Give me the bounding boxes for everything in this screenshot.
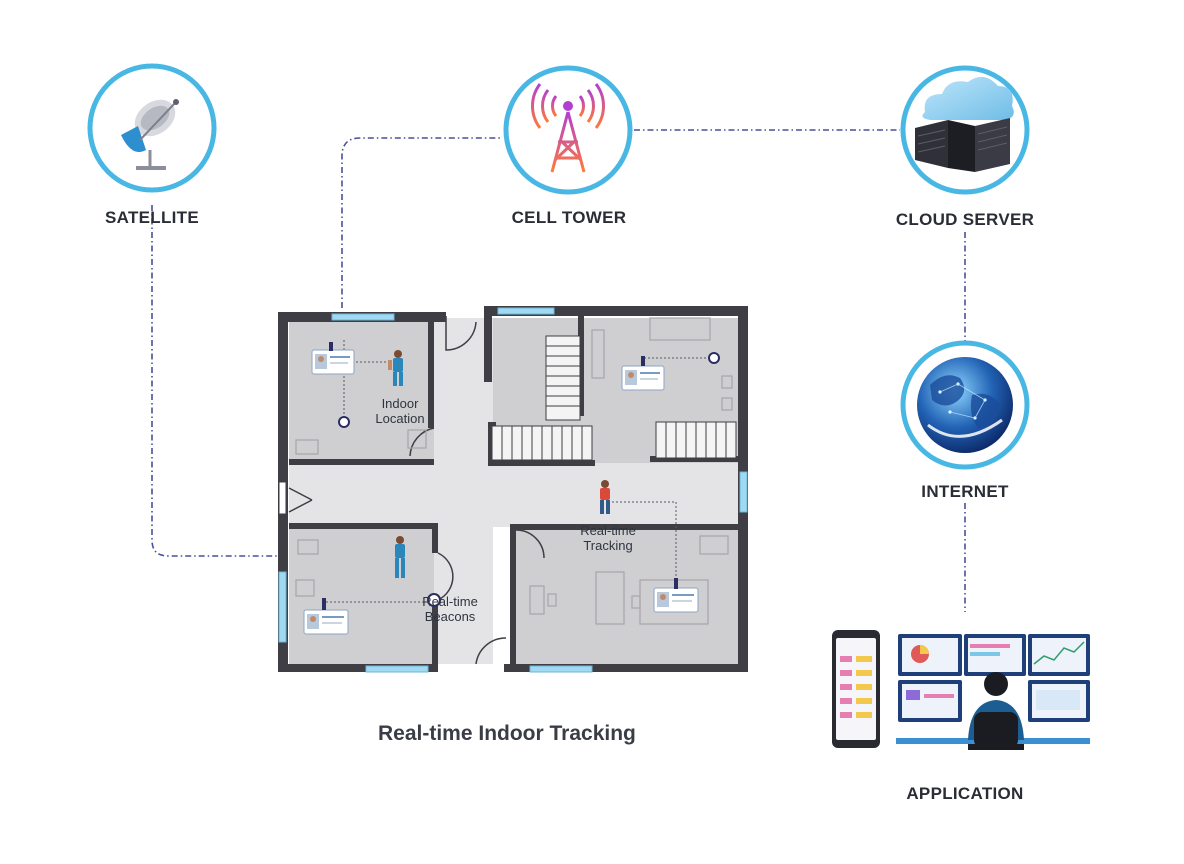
id-badge-icon bbox=[653, 578, 699, 613]
internet-label: INTERNET bbox=[921, 482, 1009, 501]
satellite-dish-icon bbox=[121, 99, 179, 170]
diagram-caption: Real-time Indoor Tracking bbox=[378, 722, 636, 745]
person-icon bbox=[388, 350, 403, 386]
cloud-server-icon bbox=[915, 76, 1014, 172]
cell-tower-node bbox=[503, 65, 633, 195]
person-icon bbox=[600, 480, 610, 514]
globe-icon bbox=[917, 357, 1013, 453]
connectors bbox=[151, 129, 966, 612]
id-badge-icon bbox=[311, 342, 355, 375]
id-badge-icon bbox=[303, 598, 349, 635]
application-node bbox=[832, 630, 1090, 750]
realtime-beacons-label: Real-time Beacons bbox=[422, 594, 478, 624]
connector-floorplan-celltower bbox=[341, 137, 502, 308]
floor-plan bbox=[278, 306, 748, 673]
monitoring-desk-icon bbox=[832, 630, 1090, 750]
cell-tower-icon bbox=[530, 83, 606, 174]
room-top-left bbox=[289, 322, 434, 462]
beacon-icon bbox=[338, 352, 720, 607]
indoor-location-label: Indoor Location bbox=[375, 396, 425, 426]
cell-tower-label: CELL TOWER bbox=[511, 208, 627, 227]
cloud-server-node bbox=[900, 65, 1030, 195]
room-bottom-right bbox=[516, 527, 739, 664]
realtime-tracking-label: Real-time Tracking bbox=[580, 523, 636, 553]
person-icon bbox=[395, 536, 405, 578]
cloud-server-label: CLOUD SERVER bbox=[895, 210, 1035, 229]
hallway-vertical bbox=[434, 318, 493, 664]
connector-satellite-floorplan bbox=[151, 205, 278, 557]
corridor bbox=[289, 463, 739, 527]
satellite-label: SATELLITE bbox=[105, 208, 199, 227]
id-badge-icon bbox=[621, 356, 665, 391]
application-label: APPLICATION bbox=[906, 784, 1024, 803]
internet-node bbox=[900, 340, 1030, 470]
satellite-node bbox=[87, 63, 217, 193]
